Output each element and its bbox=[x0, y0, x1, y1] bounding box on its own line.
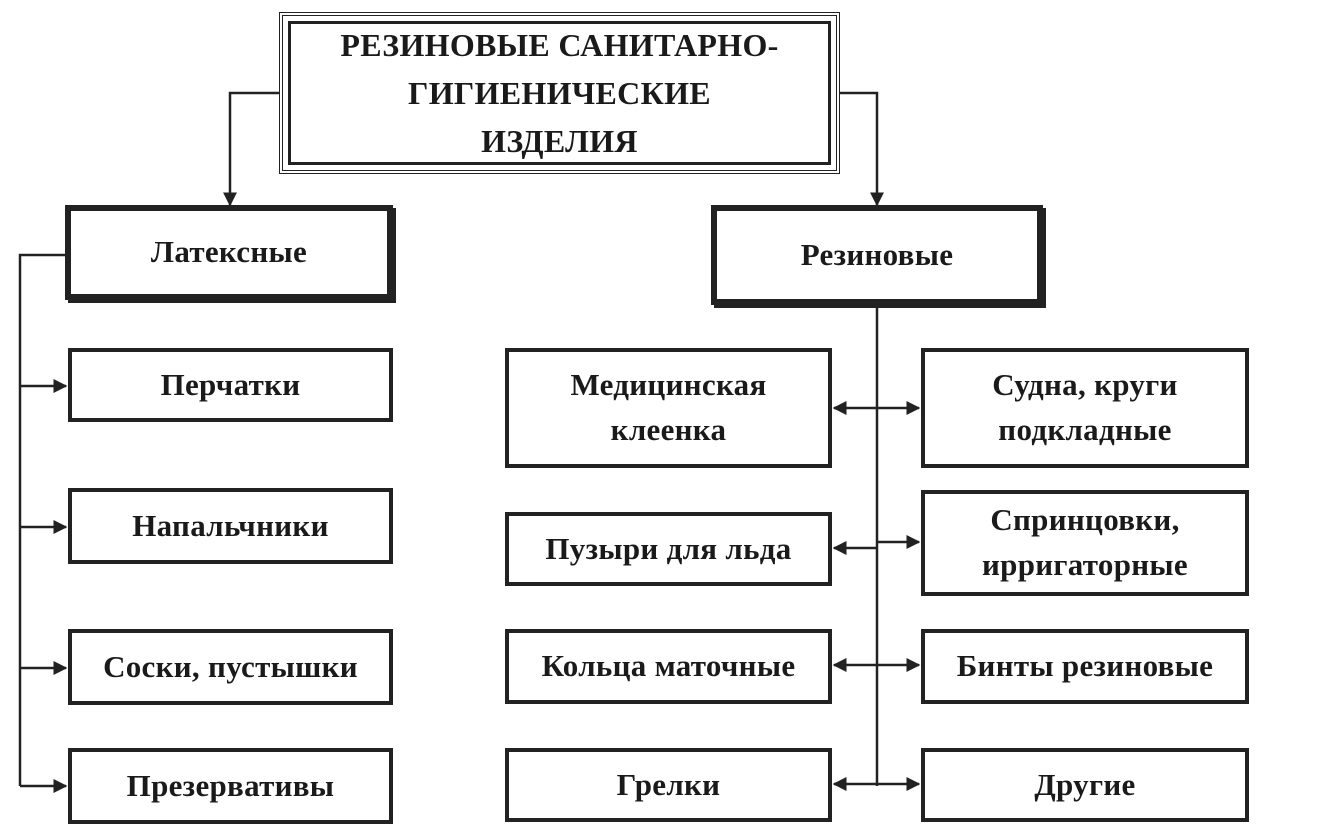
rubber-right-item-box: Бинты резиновые bbox=[921, 629, 1249, 704]
rubber-right-item-box: Судна, круги подкладные bbox=[921, 348, 1249, 468]
rubber-left-item-box: Кольца маточные bbox=[505, 629, 832, 704]
rubber-left-item-box: Грелки bbox=[505, 748, 832, 822]
rubber-right-item-line-2: подкладные bbox=[998, 412, 1172, 447]
rubber-left-item-label: Пузыри для льда bbox=[545, 530, 792, 566]
rubber-left-item-label: Грелки bbox=[616, 766, 721, 802]
rubber-left-item-label: Кольца маточные bbox=[541, 648, 796, 684]
category-latex-box: Латексные bbox=[65, 205, 393, 300]
latex-item-box: Напальчники bbox=[68, 488, 393, 564]
rubber-right-item-label: Другие bbox=[1034, 766, 1136, 802]
category-latex-label: Латексные bbox=[150, 234, 308, 270]
title-line-2: ГИГИЕНИЧЕСКИЕ bbox=[408, 75, 711, 111]
rubber-right-item-line-1: Судна, круги bbox=[992, 367, 1178, 403]
latex-trunk-line bbox=[18, 253, 68, 786]
latex-item-box: Перчатки bbox=[68, 348, 393, 422]
title-to-latex-arrow bbox=[223, 91, 280, 207]
latex-item-label: Презервативы bbox=[126, 767, 335, 803]
title-line-1: РЕЗИНОВЫЕ САНИТАРНО- bbox=[340, 27, 779, 63]
rubber-left-item-box: Пузыри для льда bbox=[505, 512, 832, 586]
latex-item-box: Презервативы bbox=[68, 748, 393, 824]
rubber-left-item-line-1: Медицинская bbox=[570, 367, 767, 403]
rubber-left-item-line-2: клеенка bbox=[610, 412, 727, 447]
rubber-right-item-line-2: ирригаторные bbox=[982, 547, 1188, 582]
rubber-right-item-box: Спринцовки, ирригаторные bbox=[921, 490, 1249, 596]
diagram-title-box: РЕЗИНОВЫЕ САНИТАРНО- ГИГИЕНИЧЕСКИЕ ИЗДЕЛ… bbox=[279, 12, 840, 174]
latex-item-box: Соски, пустышки bbox=[68, 629, 393, 705]
latex-item-label: Напальчники bbox=[132, 507, 329, 543]
rubber-right-item-label: Бинты резиновые bbox=[956, 648, 1214, 684]
latex-item-label: Соски, пустышки bbox=[103, 648, 358, 684]
category-rubber-label: Резиновые bbox=[800, 236, 954, 272]
title-line-3: ИЗДЕЛИЯ bbox=[481, 123, 638, 159]
latex-item-label: Перчатки bbox=[160, 366, 301, 402]
rubber-right-item-line-1: Спринцовки, bbox=[990, 502, 1180, 538]
category-rubber-box: Резиновые bbox=[711, 205, 1043, 305]
rubber-right-item-box: Другие bbox=[921, 748, 1249, 822]
rubber-left-item-box: Медицинская клеенка bbox=[505, 348, 832, 468]
title-to-rubber-arrow bbox=[840, 91, 884, 207]
